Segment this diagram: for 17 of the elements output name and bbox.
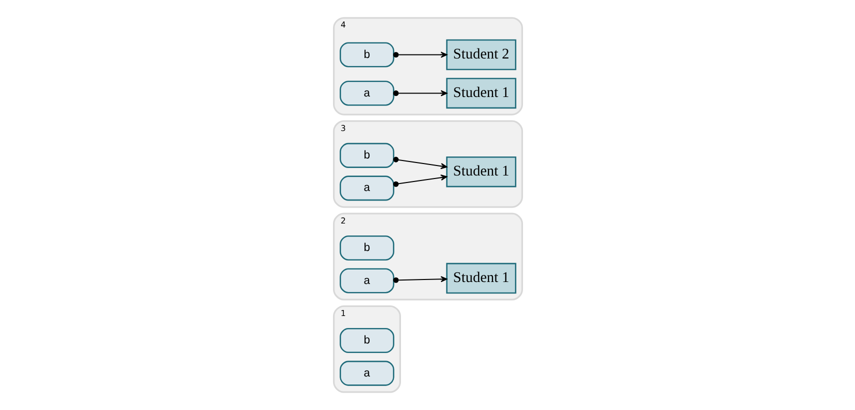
node-box: a <box>339 268 394 294</box>
node-box: Student 1 <box>446 262 516 294</box>
arrow <box>392 276 447 283</box>
node-box: Student 1 <box>446 156 516 188</box>
node-box: Student 1 <box>446 78 516 109</box>
arrow <box>392 174 447 187</box>
node-box: b <box>339 142 394 168</box>
arrow <box>392 156 447 170</box>
arrow <box>392 52 447 58</box>
node-box: b <box>339 235 394 261</box>
arrow <box>392 90 447 96</box>
node-box: a <box>339 80 394 106</box>
node-box: b <box>339 328 394 354</box>
node-box: a <box>339 360 394 386</box>
node-box: Student 2 <box>446 39 516 70</box>
node-box: a <box>339 176 394 201</box>
node-box: b <box>339 42 394 68</box>
